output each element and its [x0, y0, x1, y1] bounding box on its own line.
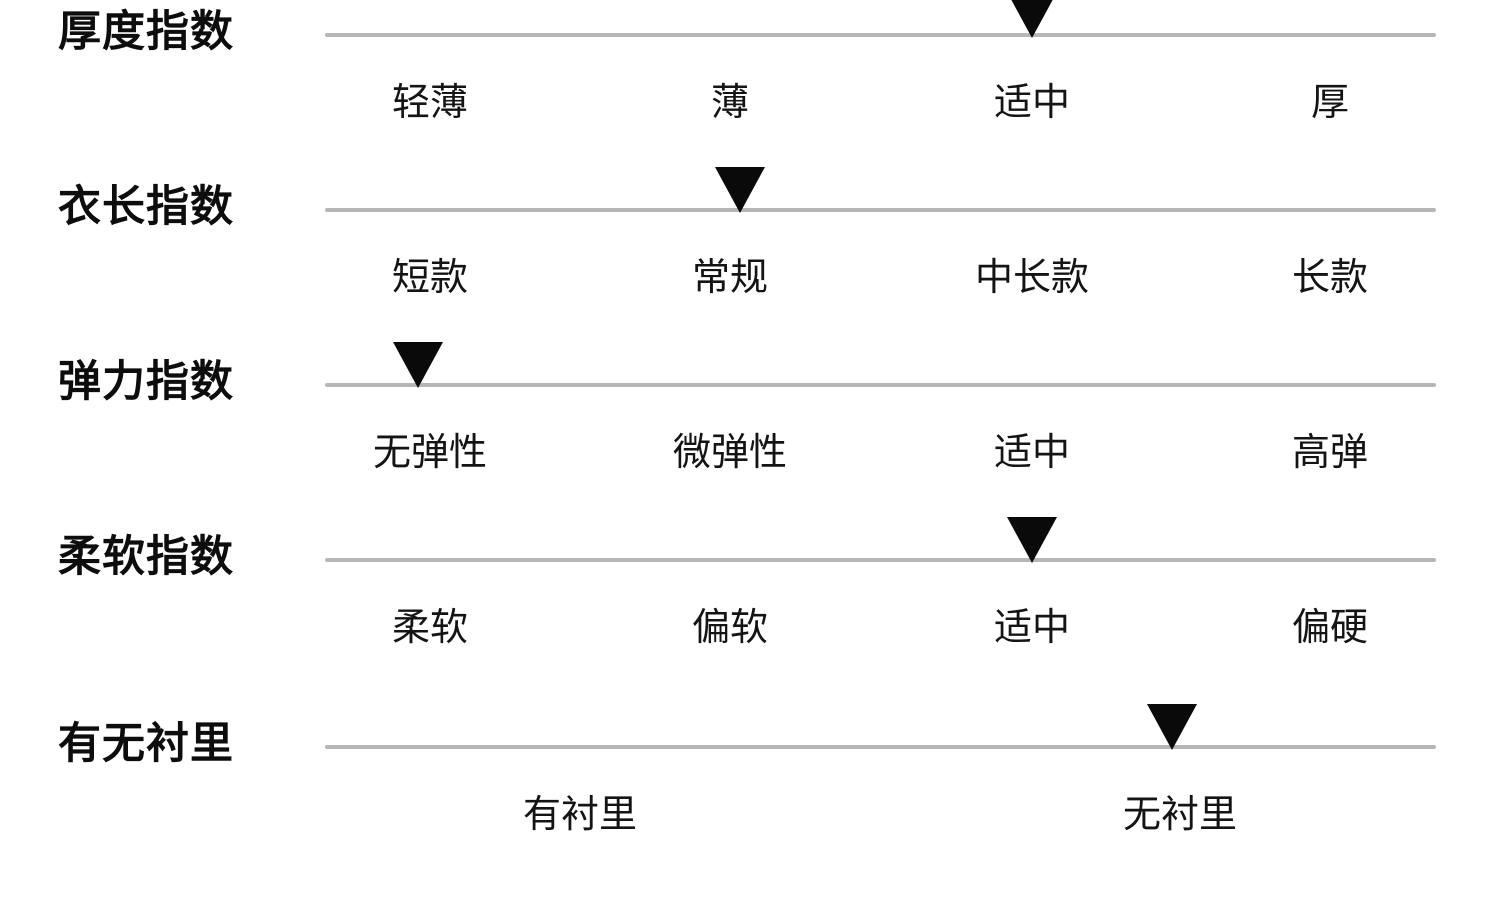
row-label: 弹力指数 [58, 358, 234, 406]
scale-track[interactable] [325, 383, 1436, 387]
scale-option-label[interactable]: 微弹性 [672, 432, 788, 474]
scale-option-label[interactable]: 柔软 [391, 607, 469, 649]
scale-option-label[interactable]: 有衬里 [522, 794, 638, 836]
scale-option-label[interactable]: 长款 [1291, 257, 1369, 299]
scale-option-label[interactable]: 常规 [691, 257, 769, 299]
scale-area[interactable]: 柔软 偏软 适中 偏硬 [325, 517, 1436, 700]
scale-option-label[interactable]: 厚 [1310, 82, 1350, 124]
index-row: 弹力指数无弹性 微弹性 适中 高弹 [0, 342, 1500, 525]
index-row: 衣长指数短款 常规 中长款 长款 [0, 167, 1500, 350]
scale-area[interactable]: 短款 常规 中长款 长款 [325, 167, 1436, 350]
scale-area[interactable]: 无弹性 微弹性 适中 高弹 [325, 342, 1436, 525]
index-row: 厚度指数轻薄 薄 适中 厚 [0, 0, 1500, 175]
scale-track[interactable] [325, 745, 1436, 749]
scale-option-label[interactable]: 高弹 [1291, 432, 1369, 474]
scale-option-label[interactable]: 偏软 [691, 607, 769, 649]
scale-marker-triangle-icon[interactable] [1007, 517, 1057, 563]
index-row: 有无衬里有衬里 无衬里 [0, 702, 1500, 877]
scale-marker-triangle-icon[interactable] [1007, 0, 1057, 38]
scale-marker-triangle-icon[interactable] [1147, 704, 1197, 750]
scale-track[interactable] [325, 33, 1436, 37]
row-label: 柔软指数 [58, 533, 234, 581]
scale-option-label[interactable]: 薄 [710, 82, 750, 124]
scale-option-label[interactable]: 短款 [391, 257, 469, 299]
scale-marker-triangle-icon[interactable] [393, 342, 443, 388]
row-label: 厚度指数 [58, 8, 234, 56]
scale-area[interactable]: 轻薄 薄 适中 厚 [325, 0, 1436, 175]
scale-option-label[interactable]: 轻薄 [391, 82, 469, 124]
scale-area[interactable]: 有衬里 无衬里 [325, 702, 1436, 877]
scale-option-label[interactable]: 无弹性 [372, 432, 488, 474]
scale-option-label[interactable]: 偏硬 [1291, 607, 1369, 649]
scale-option-label[interactable]: 适中 [993, 607, 1071, 649]
row-label: 有无衬里 [58, 720, 234, 768]
scale-track[interactable] [325, 208, 1436, 212]
index-row: 柔软指数柔软 偏软 适中 偏硬 [0, 517, 1500, 700]
scale-option-label[interactable]: 中长款 [974, 257, 1090, 299]
scale-track[interactable] [325, 558, 1436, 562]
scale-option-label[interactable]: 无衬里 [1122, 794, 1238, 836]
scale-marker-triangle-icon[interactable] [715, 167, 765, 213]
row-label: 衣长指数 [58, 183, 234, 231]
scale-option-label[interactable]: 适中 [993, 432, 1071, 474]
scale-option-label[interactable]: 适中 [993, 82, 1071, 124]
